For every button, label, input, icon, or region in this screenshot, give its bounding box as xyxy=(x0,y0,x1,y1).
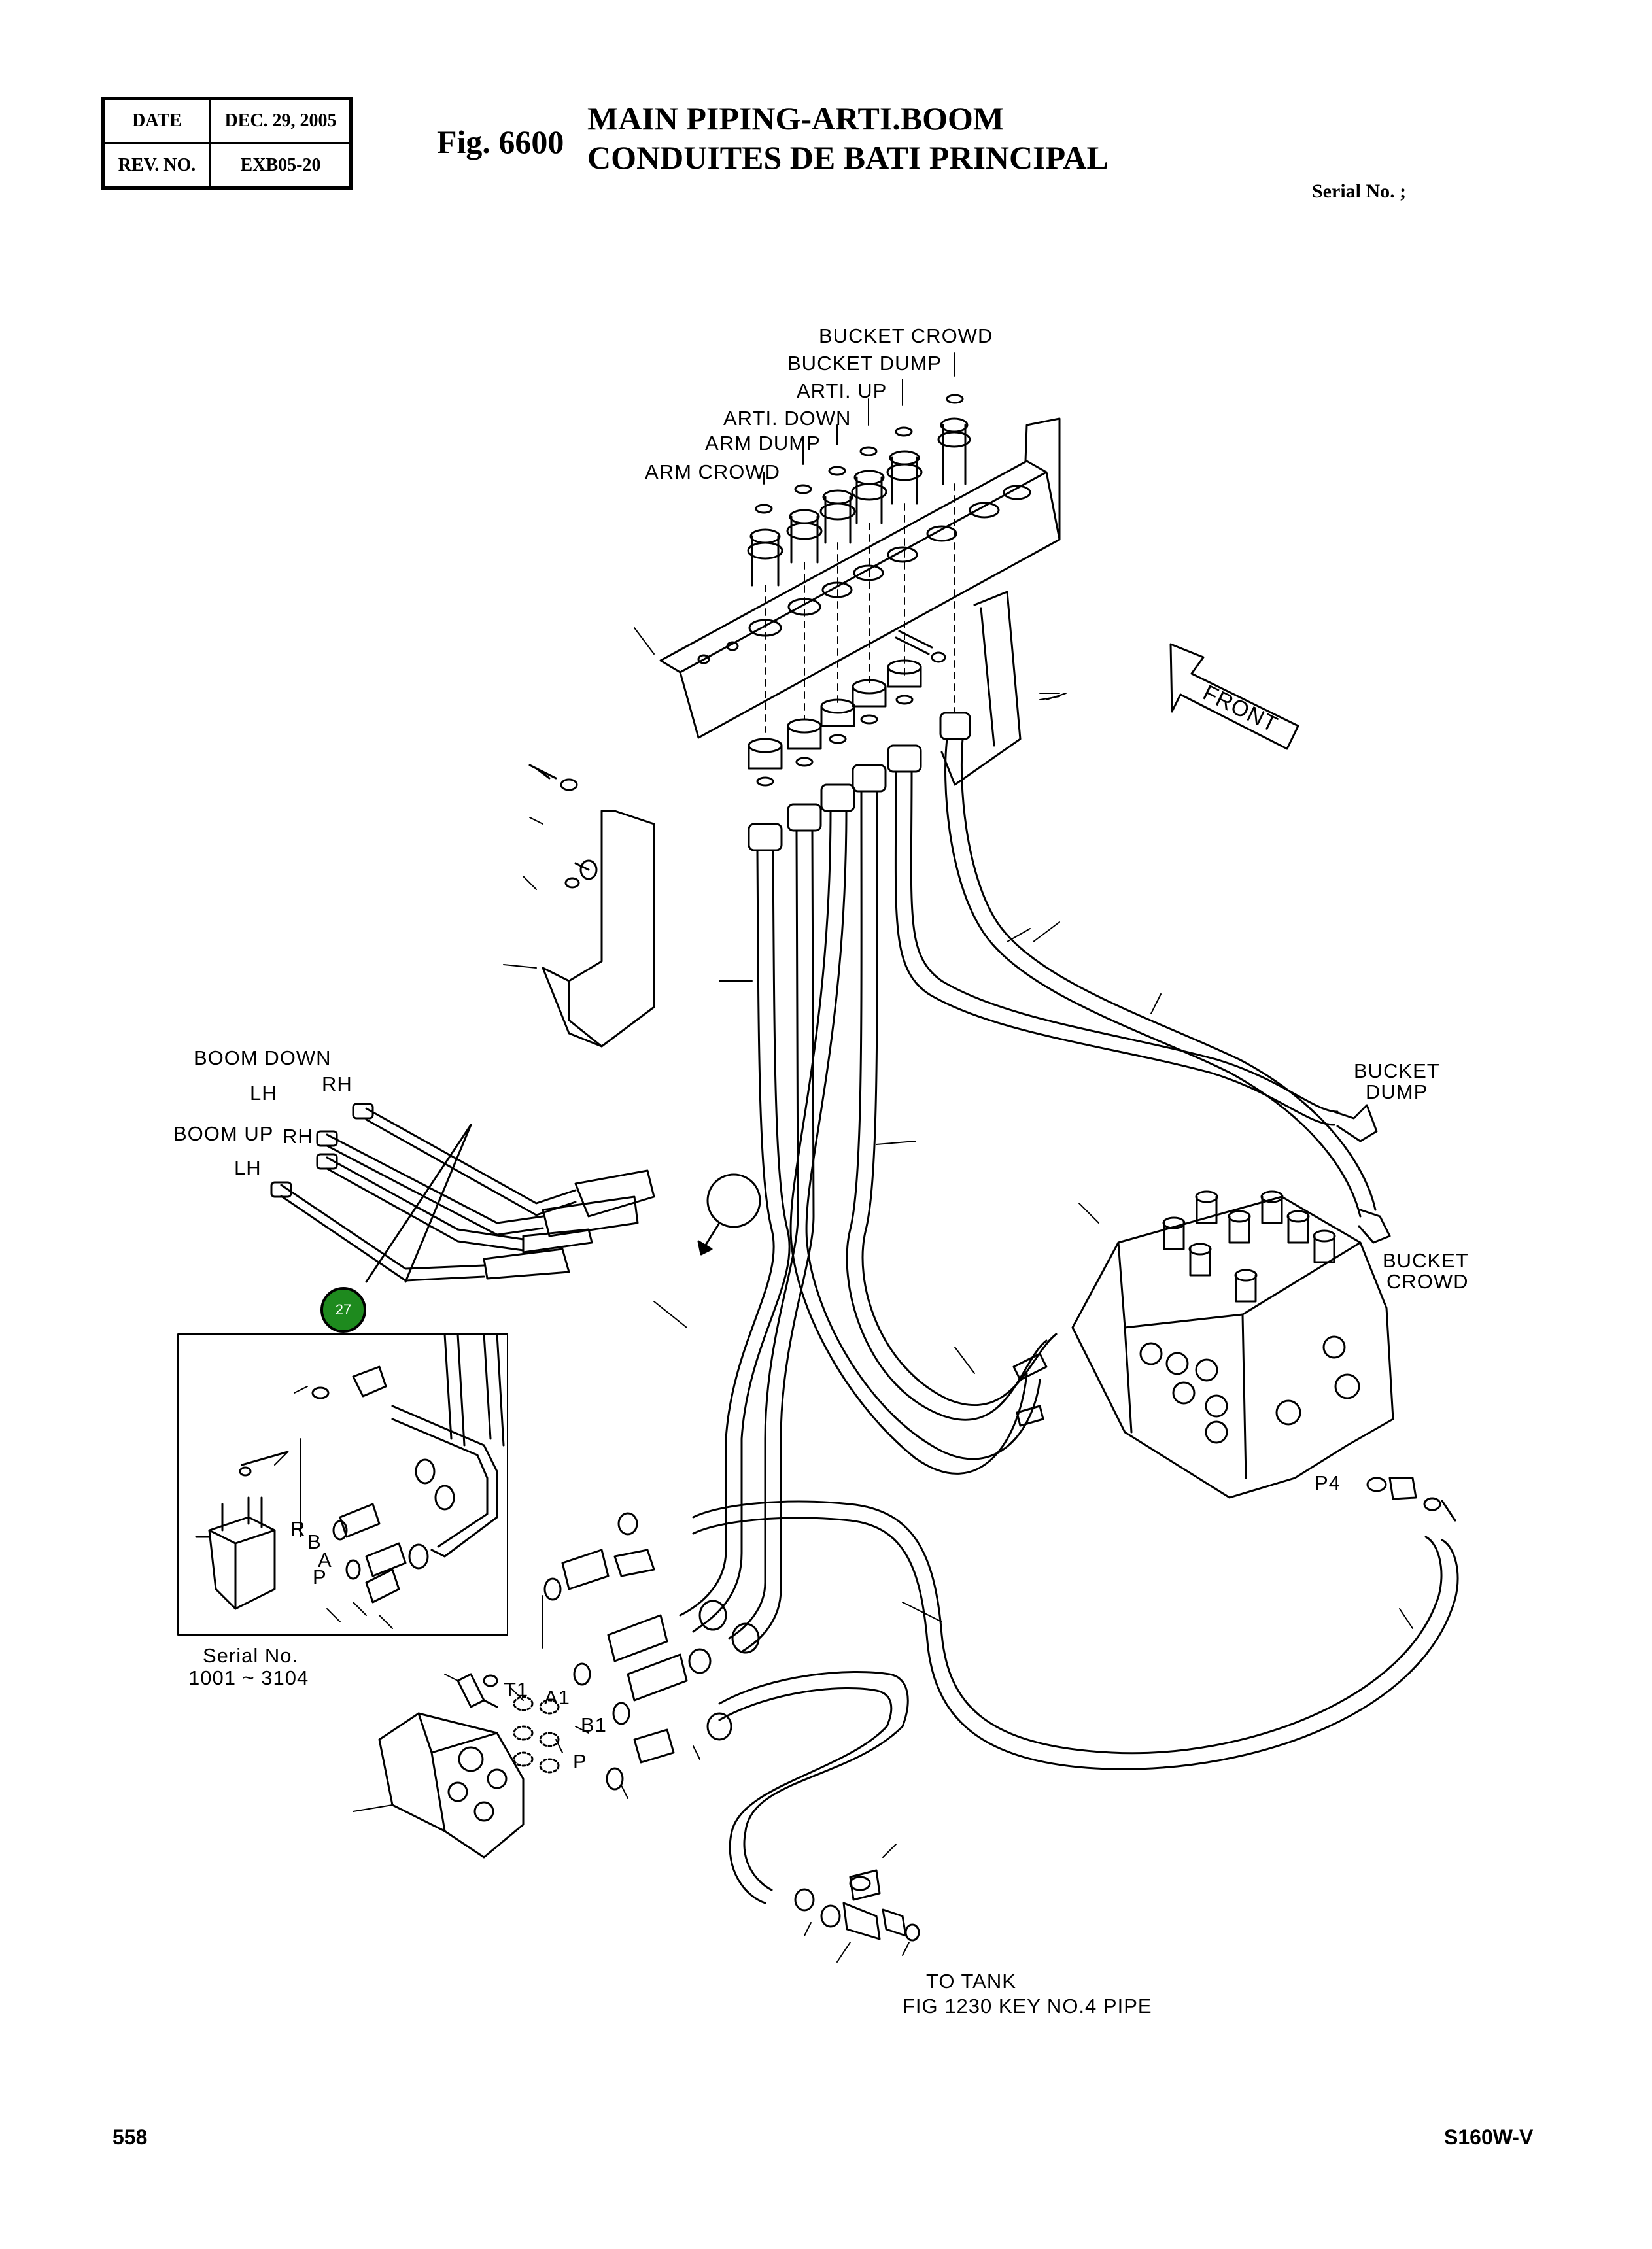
label-rh-1: RH xyxy=(322,1073,353,1095)
leader-lines xyxy=(275,628,1413,1962)
pilot-valve xyxy=(379,1674,559,1857)
callout-27: 27 xyxy=(320,1287,366,1333)
label-arm-dump: ARM DUMP xyxy=(705,432,821,455)
label-boom-up: BOOM UP xyxy=(173,1122,274,1145)
label-bucket-dump-top: BUCKET DUMP xyxy=(787,352,942,375)
figure-number: Fig. 6600 xyxy=(437,124,564,160)
label-bucket-crowd-top: BUCKET CROWD xyxy=(819,324,993,347)
label-bucket-crowd-right-2: CROWD xyxy=(1386,1270,1469,1293)
figure-title-en: MAIN PIPING-ARTI.BOOM xyxy=(587,100,1005,137)
inset-frame xyxy=(178,1334,508,1635)
rev-value: EXB05-20 xyxy=(240,155,321,175)
reference-bubble xyxy=(698,1175,760,1254)
serial-range-label: 1001 ~ 3104 xyxy=(188,1666,309,1689)
serial-header: Serial No. ; xyxy=(1312,180,1407,202)
front-arrow xyxy=(1171,644,1298,749)
date-value: DEC. 29, 2005 xyxy=(224,111,337,131)
label-arti-up: ARTI. UP xyxy=(797,379,887,402)
label-arti-down: ARTI. DOWN xyxy=(723,407,852,430)
pilot-fittings xyxy=(545,1513,759,1789)
label-p4: P4 xyxy=(1315,1471,1341,1494)
upper-fittings xyxy=(748,395,970,585)
page-number: 558 xyxy=(112,2125,148,2149)
lower-fittings xyxy=(749,631,945,785)
date-label: DATE xyxy=(132,111,182,131)
callout-number: 27 xyxy=(335,1301,352,1318)
label-rh-2: RH xyxy=(283,1125,313,1148)
hose-end-fittings xyxy=(749,713,970,850)
figure-title-fr: CONDUITES DE BATI PRINCIPAL xyxy=(587,139,1109,176)
label-bucket-dump-right-2: DUMP xyxy=(1366,1080,1428,1103)
label-lh-2: LH xyxy=(234,1156,262,1179)
revision-table: DATE DEC. 29, 2005 REV. NO. EXB05-20 xyxy=(101,97,353,190)
label-t1: T1 xyxy=(504,1678,529,1701)
model-number: S160W-V xyxy=(1444,2125,1534,2149)
inset-label-r: R xyxy=(290,1517,306,1540)
boom-hose-assemblies xyxy=(271,1104,654,1282)
label-arm-crowd: ARM CROWD xyxy=(645,460,781,483)
side-bracket xyxy=(530,765,654,1046)
rev-label: REV. NO. xyxy=(118,155,196,175)
label-fig-ref: FIG 1230 KEY NO.4 PIPE xyxy=(903,1995,1152,2017)
bracket-holes xyxy=(698,486,1030,663)
label-boom-down: BOOM DOWN xyxy=(194,1046,332,1069)
label-bucket-dump-right-1: BUCKET xyxy=(1354,1059,1440,1082)
return-hose xyxy=(693,1502,1458,1903)
label-bucket-crowd-right-1: BUCKET xyxy=(1383,1249,1469,1272)
label-to-tank: TO TANK xyxy=(926,1970,1016,1993)
inset-label-b: B xyxy=(307,1530,322,1553)
inset-label-a: A xyxy=(318,1549,332,1571)
port-label-leaders xyxy=(764,353,955,484)
serial-no-label: Serial No. xyxy=(203,1644,299,1667)
label-p: P xyxy=(573,1750,587,1773)
label-b1: B1 xyxy=(581,1713,607,1736)
inset-label-p: P xyxy=(313,1566,327,1588)
label-lh-1: LH xyxy=(250,1082,277,1105)
alignment-dashed-lines xyxy=(765,484,954,732)
control-valve-block xyxy=(1014,1192,1455,1520)
table-divider-horizontal xyxy=(105,142,349,144)
tank-tee-fitting xyxy=(795,1870,919,1940)
hydraulic-hoses xyxy=(680,739,1390,1651)
label-a1: A1 xyxy=(544,1686,570,1709)
